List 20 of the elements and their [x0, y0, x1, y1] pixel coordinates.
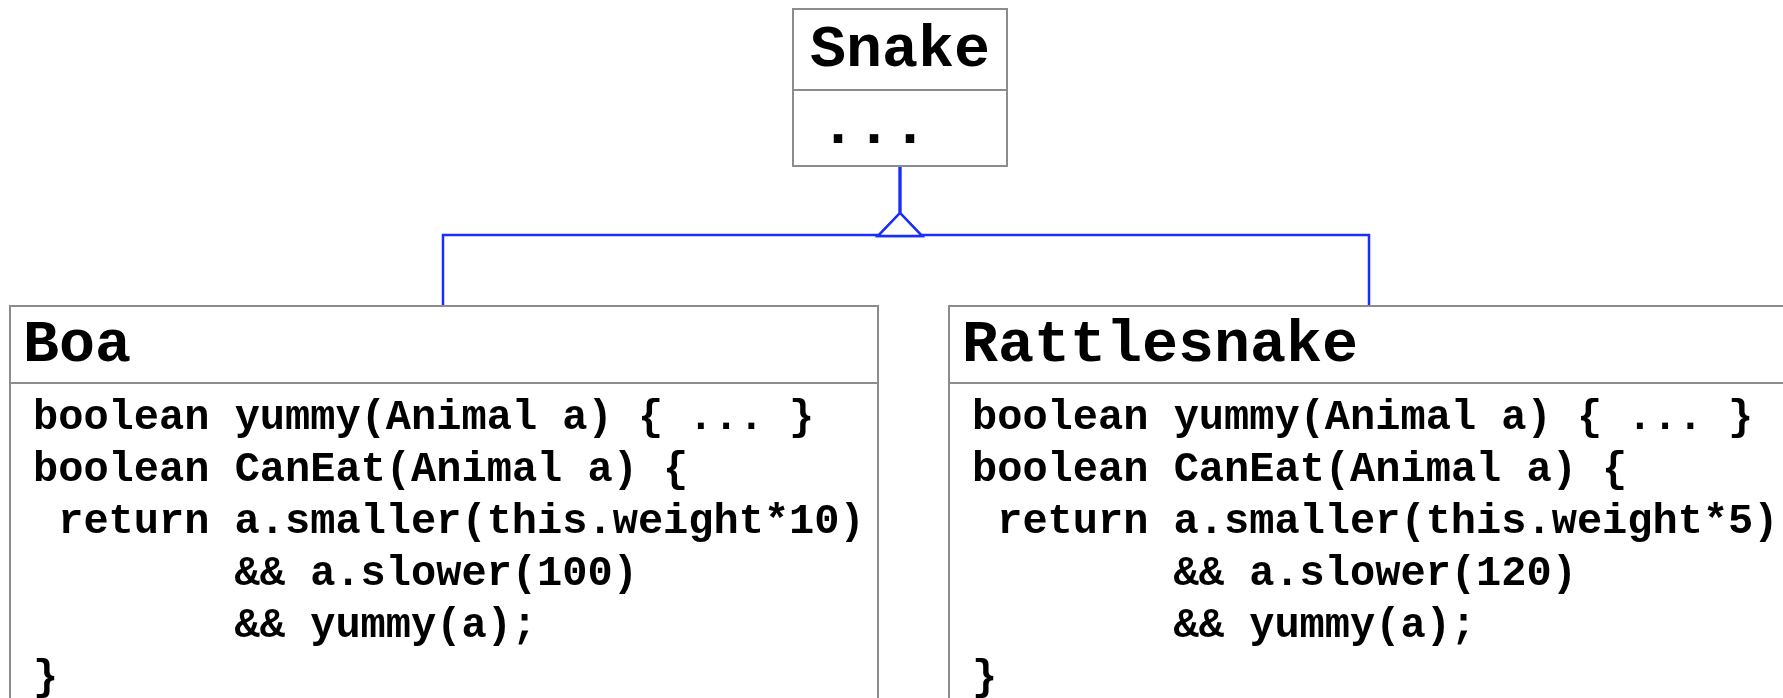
class-box: [9, 305, 879, 698]
class-box: [948, 305, 1783, 698]
class-name: Rattlesnake: [962, 314, 1359, 375]
code-line: boolean yummy(Animal a) { ... }: [972, 393, 1754, 444]
code-line: }: [33, 653, 59, 698]
code-line: && a.slower(120): [1173, 549, 1577, 600]
inheritance-connector: [876, 165, 1371, 305]
class-box: [792, 8, 1008, 167]
class-name: Snake: [810, 19, 991, 80]
code-line: && yummy(a);: [1173, 601, 1477, 652]
ellipsis-text: ...: [820, 97, 929, 157]
code-line: && yummy(a);: [234, 601, 538, 652]
code-line: && a.slower(100): [234, 549, 638, 600]
code-line: boolean CanEat(Animal a) {: [972, 445, 1628, 496]
code-line: boolean yummy(Animal a) { ... }: [33, 393, 815, 444]
code-line: return a.smaller(this.weight*10): [58, 497, 865, 548]
class-name: Boa: [23, 314, 132, 375]
code-line: boolean CanEat(Animal a) {: [33, 445, 689, 496]
code-line: }: [972, 653, 998, 698]
code-line: return a.smaller(this.weight*5): [997, 497, 1779, 548]
